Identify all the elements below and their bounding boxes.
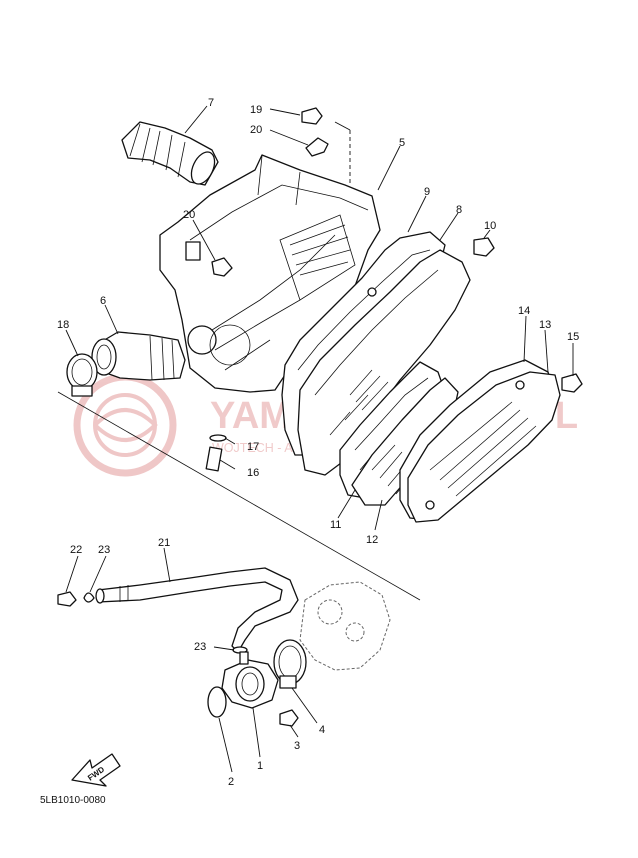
callout-23-left: 23: [98, 544, 110, 556]
callout-15: 15: [567, 331, 579, 343]
callout-22: 22: [70, 544, 82, 556]
callout-21: 21: [158, 537, 170, 549]
callout-17: 17: [247, 441, 259, 453]
bolt-20-lower: [211, 257, 233, 277]
bolt-20-upper: [305, 137, 329, 157]
callout-7: 7: [208, 97, 214, 109]
breather-hose-21: [95, 567, 299, 653]
callout-14: 14: [518, 305, 530, 317]
callout-2: 2: [228, 776, 234, 788]
callout-labels: 7 19 20 5 20 9 8 10 6 18 14 13 15 17 16 …: [57, 97, 579, 788]
callout-1: 1: [257, 760, 263, 772]
o-ring-2: [207, 686, 227, 718]
air-filter-case-5: [159, 154, 381, 393]
drain-plug-16: [205, 446, 223, 472]
carburetor-joint-1: [221, 651, 279, 709]
screw-15: [561, 373, 583, 393]
callout-4: 4: [319, 724, 325, 736]
callout-23-right: 23: [194, 641, 206, 653]
bolt-22: [57, 591, 77, 607]
callout-3: 3: [294, 740, 300, 752]
screw-3: [279, 709, 299, 727]
air-filter-element-8: [297, 249, 471, 476]
intake-joint-6: [91, 331, 186, 381]
callout-13: 13: [539, 319, 551, 331]
callout-6: 6: [100, 295, 106, 307]
leader-lines: [65, 105, 574, 773]
air-filter-cover-13: [407, 371, 561, 523]
callout-20-upper: 20: [250, 124, 262, 136]
intake-duct-7: [121, 121, 219, 186]
callout-10: 10: [484, 220, 496, 232]
callout-9: 9: [424, 186, 430, 198]
carburetor-clamp-4: [273, 639, 307, 689]
clip-17: [209, 434, 227, 442]
callout-18: 18: [57, 319, 69, 331]
callout-19: 19: [250, 104, 262, 116]
callout-12: 12: [366, 534, 378, 546]
diagram-code: 5LB1010-0080: [40, 795, 106, 806]
clip-23-left: [83, 592, 95, 603]
assembly-divider-line: [57, 391, 421, 601]
callout-16: 16: [247, 467, 259, 479]
carburetor-outline: [299, 581, 391, 671]
callout-11: 11: [330, 519, 341, 531]
callout-5: 5: [399, 137, 405, 149]
fwd-arrow: FWD: [71, 753, 121, 787]
screw-10: [473, 237, 495, 257]
hose-clamp-18: [66, 353, 98, 397]
callout-20-lower: 20: [183, 209, 195, 221]
callout-8: 8: [456, 204, 462, 216]
bolt-19: [301, 107, 323, 125]
